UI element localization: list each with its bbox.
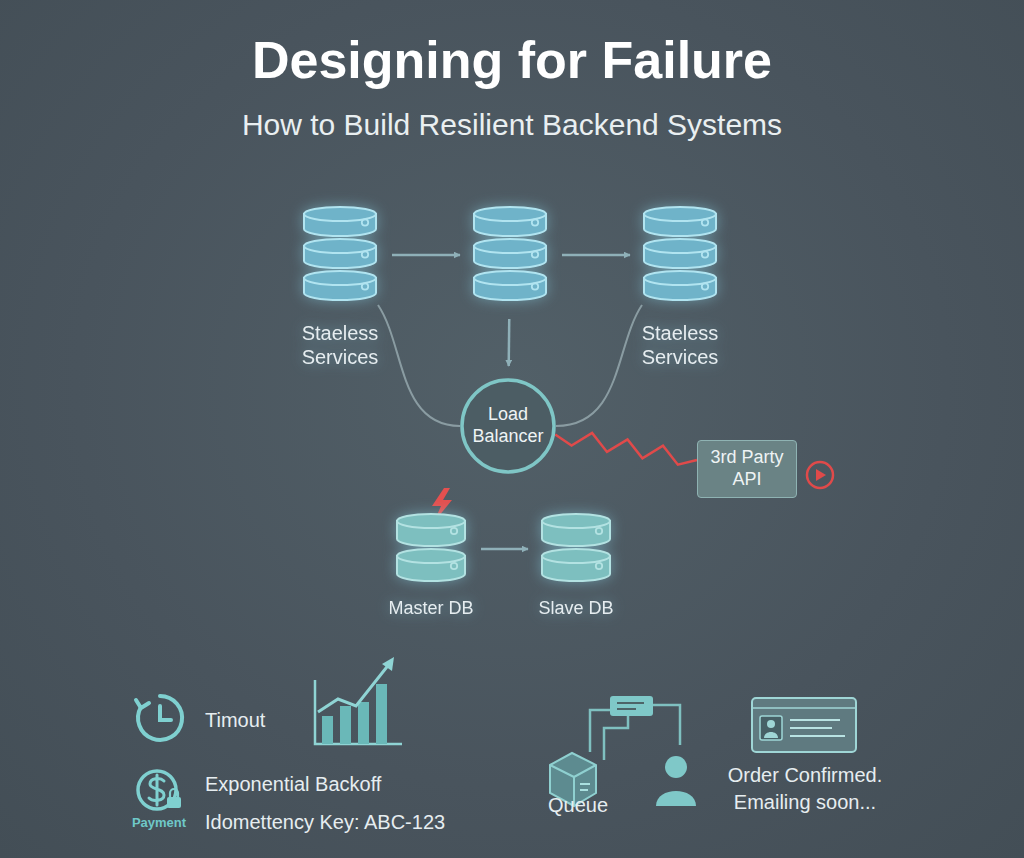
person-head <box>665 756 687 778</box>
dollar-sign <box>149 775 164 805</box>
db-top <box>397 514 465 528</box>
screen-bar <box>753 707 855 709</box>
clock-arc <box>138 696 182 740</box>
connector <box>378 305 460 426</box>
database-node <box>472 205 548 305</box>
db-light <box>451 563 457 569</box>
node-label: Staeless Services <box>612 321 748 369</box>
error-indicator <box>807 462 833 488</box>
database-icon <box>540 512 612 586</box>
database-icon <box>395 512 467 586</box>
avatar-head <box>767 720 775 728</box>
cube-lines <box>580 784 590 790</box>
db-light <box>362 219 368 225</box>
db-light <box>702 283 708 289</box>
db-top <box>542 514 610 528</box>
indicator-ring <box>807 462 833 488</box>
connector <box>392 254 460 257</box>
node-label: Staeless Services <box>272 321 408 369</box>
clock-arrow <box>136 700 149 708</box>
message-lines <box>617 703 644 709</box>
trend-line <box>318 663 390 712</box>
annotation-label: Payment <box>127 815 191 831</box>
db-light <box>702 251 708 257</box>
database-node: Staeless Services <box>302 205 378 305</box>
payment-icon <box>138 771 181 809</box>
indicator-triangle <box>816 469 826 481</box>
service-box: 3rd Party API <box>697 440 797 498</box>
person-body <box>656 791 696 806</box>
connector <box>555 433 697 465</box>
connector <box>481 548 528 551</box>
chart-bar <box>322 716 333 744</box>
node-label: 3rd Party API <box>706 447 788 490</box>
node-text-area: Load Balancer <box>460 378 556 474</box>
annotation-label: Queue <box>548 793 628 818</box>
balancer-circle: Load Balancer <box>460 378 556 474</box>
message-box <box>610 696 653 716</box>
db-top <box>542 549 610 563</box>
avatar-frame <box>760 716 782 740</box>
queue-flow <box>550 696 696 806</box>
avatar-body <box>764 732 778 738</box>
database-icon <box>302 205 378 305</box>
screen-frame <box>752 698 856 752</box>
db-light <box>702 219 708 225</box>
chart-bar <box>340 706 351 744</box>
db-light <box>362 283 368 289</box>
database-node: Slave DB <box>540 512 612 586</box>
annotation-label: Idomettency Key: ABC-123 <box>205 810 505 835</box>
chart-axes <box>315 680 402 744</box>
growth-chart <box>315 657 402 744</box>
annotation-label: Order Confirmed. Emailing soon... <box>716 762 894 816</box>
db-light <box>532 219 538 225</box>
timeout-icon <box>136 696 182 740</box>
chart-bar <box>376 684 387 744</box>
connector <box>562 254 630 257</box>
connector <box>507 319 510 366</box>
node-label: Slave DB <box>510 598 642 620</box>
confirmation-screen <box>752 698 856 752</box>
flow-line <box>604 716 628 760</box>
db-light <box>532 251 538 257</box>
circle-ring <box>462 380 554 472</box>
diagram-title: Designing for Failure <box>0 30 1024 90</box>
db-light <box>596 528 602 534</box>
chart-bar <box>358 702 369 744</box>
db-light <box>596 563 602 569</box>
screen-lines <box>790 720 845 736</box>
node-label: Master DB <box>365 598 497 620</box>
database-node: Master DB <box>395 512 467 586</box>
node-label: Load Balancer <box>468 404 548 447</box>
database-icon <box>472 205 548 305</box>
db-light <box>532 283 538 289</box>
annotation-label: How to Build Resilient Backend Systems <box>0 106 1024 144</box>
db-light <box>451 528 457 534</box>
database-node: Staeless Services <box>642 205 718 305</box>
annotation-label: Timout <box>205 708 325 733</box>
lock-body <box>167 797 181 808</box>
flow-line <box>653 705 680 745</box>
connector <box>556 305 642 426</box>
db-top <box>397 549 465 563</box>
flow-line <box>590 710 610 752</box>
db-light <box>362 251 368 257</box>
database-icon <box>642 205 718 305</box>
node-text-area: 3rd Party API <box>698 441 796 497</box>
clock-hands <box>160 706 171 720</box>
trend-arrow <box>382 657 394 671</box>
annotation-label: Exponential Backoff <box>205 772 465 797</box>
lock-shackle <box>170 789 178 797</box>
